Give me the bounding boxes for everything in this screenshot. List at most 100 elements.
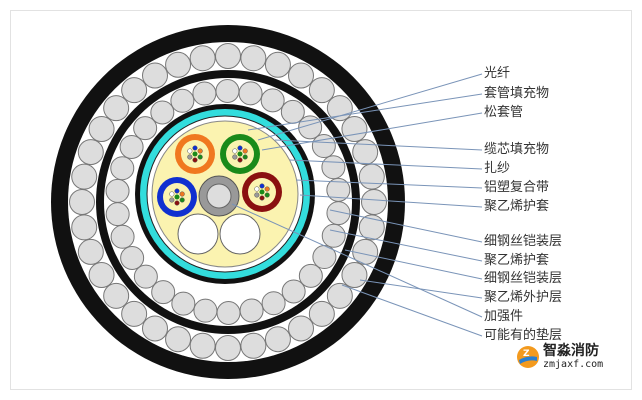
outer-armor-wire	[240, 332, 267, 359]
outer-armor-wire	[326, 282, 353, 309]
outer-armor-wire	[240, 45, 267, 72]
fiber	[264, 192, 270, 198]
outer-armor-wire	[358, 163, 385, 190]
outer-armor-wire	[288, 62, 314, 89]
logo-icon: Z	[517, 346, 539, 368]
outer-armor-wire	[121, 77, 148, 104]
inner-armor-wire	[281, 279, 306, 304]
inner-armor-wire	[193, 298, 218, 323]
leader-line	[231, 203, 483, 318]
inner-armor-wire	[170, 88, 195, 113]
fiber	[264, 186, 270, 192]
layer-label: 聚乙烯护套	[484, 199, 550, 214]
leader-line	[295, 179, 483, 189]
layer-label: 扎纱	[484, 161, 511, 176]
outer-armor-wire	[264, 326, 291, 353]
fiber	[242, 154, 248, 160]
layer-label: 聚乙烯外护层	[484, 290, 563, 305]
fiber	[259, 183, 265, 189]
inner-armor-wire	[150, 100, 175, 125]
inner-armor-wire	[105, 202, 130, 227]
fiber	[192, 145, 198, 151]
outer-armor-wire	[69, 189, 95, 215]
fiber	[254, 192, 260, 198]
strength-member	[206, 183, 232, 209]
inner-armor-wire	[151, 280, 176, 305]
layer-label: 可能有的垫层	[484, 328, 563, 343]
fiber	[179, 197, 185, 203]
outer-armor-wire	[215, 335, 241, 361]
layer-label: 细钢丝铠装层	[484, 234, 563, 249]
inner-armor-wire	[261, 291, 286, 316]
outer-armor-wire	[71, 163, 98, 190]
fiber	[192, 151, 198, 157]
fiber	[232, 154, 238, 160]
outer-armor-wire	[71, 214, 98, 241]
leader-line	[289, 159, 483, 170]
outer-armor-wire	[103, 282, 130, 309]
inner-armor-wire	[260, 88, 285, 113]
outer-armor-wire	[88, 262, 115, 288]
leader-line	[274, 139, 483, 151]
inner-armor-wire	[321, 223, 346, 248]
frame	[10, 10, 632, 390]
inner-armor-wire	[216, 300, 241, 325]
outer-armor-wire	[88, 116, 115, 142]
inner-armor-wire	[110, 224, 135, 249]
layer-label: 加强件	[484, 309, 524, 324]
outer-armor-wire	[77, 139, 104, 166]
leader-line	[329, 209, 483, 243]
fiber	[259, 189, 265, 195]
inner-armor-wire	[133, 264, 158, 289]
fiber	[192, 157, 198, 163]
logo-name: 智淼消防	[543, 343, 599, 359]
layer-label: 聚乙烯护套	[484, 253, 550, 268]
layer-label: 铝塑复合带	[484, 180, 550, 195]
fiber	[169, 197, 175, 203]
fiber	[187, 154, 193, 160]
outer-armor-wire	[264, 51, 291, 78]
layer-label: 套管填充物	[484, 86, 550, 101]
inner-armor-wire	[110, 156, 135, 181]
outer-armor-wire	[103, 95, 130, 122]
outer-armor-wire	[308, 300, 335, 327]
fiber	[237, 151, 243, 157]
fiber	[259, 195, 265, 201]
layer-label: 松套管	[484, 105, 524, 120]
layer-label: 缆芯填充物	[484, 142, 550, 157]
outer-armor-wire	[142, 315, 168, 342]
leader-line	[299, 194, 483, 208]
outer-armor-wire	[308, 77, 335, 104]
svg-text:Z: Z	[523, 349, 530, 359]
leader-line	[247, 93, 483, 131]
fiber	[174, 194, 180, 200]
fiber	[254, 186, 260, 192]
outer-armor-wire	[142, 62, 168, 89]
layer-label: 细钢丝铠装层	[484, 271, 563, 286]
logo-url: zmjaxf.com	[543, 359, 604, 370]
fiber	[174, 200, 180, 206]
fiber	[174, 188, 180, 194]
outer-armor-wire	[341, 262, 368, 288]
inner-armor-wire	[119, 134, 144, 159]
leader-line	[344, 249, 483, 280]
filler-rod	[177, 213, 219, 255]
inner-armor-wire	[105, 178, 130, 203]
inner-armor-wire	[326, 177, 351, 202]
logo: Z 智淼消防 zmjaxf.com	[516, 344, 603, 370]
outer-armor-wire	[352, 139, 379, 166]
inner-armor-wire	[239, 298, 264, 323]
fiber	[242, 148, 248, 154]
outer-armor-wire	[189, 332, 216, 359]
outer-armor-wire	[165, 51, 192, 78]
outer-armor-wire	[121, 300, 148, 327]
filler-rod	[219, 213, 261, 255]
fiber	[237, 157, 243, 163]
outer-armor-wire	[358, 214, 385, 241]
outer-armor-wire	[77, 238, 104, 265]
fiber	[179, 191, 185, 197]
inner-armor-wire	[321, 155, 346, 180]
fiber	[232, 148, 238, 154]
layer-label: 光纤	[484, 66, 511, 81]
inner-armor-wire	[215, 79, 240, 104]
